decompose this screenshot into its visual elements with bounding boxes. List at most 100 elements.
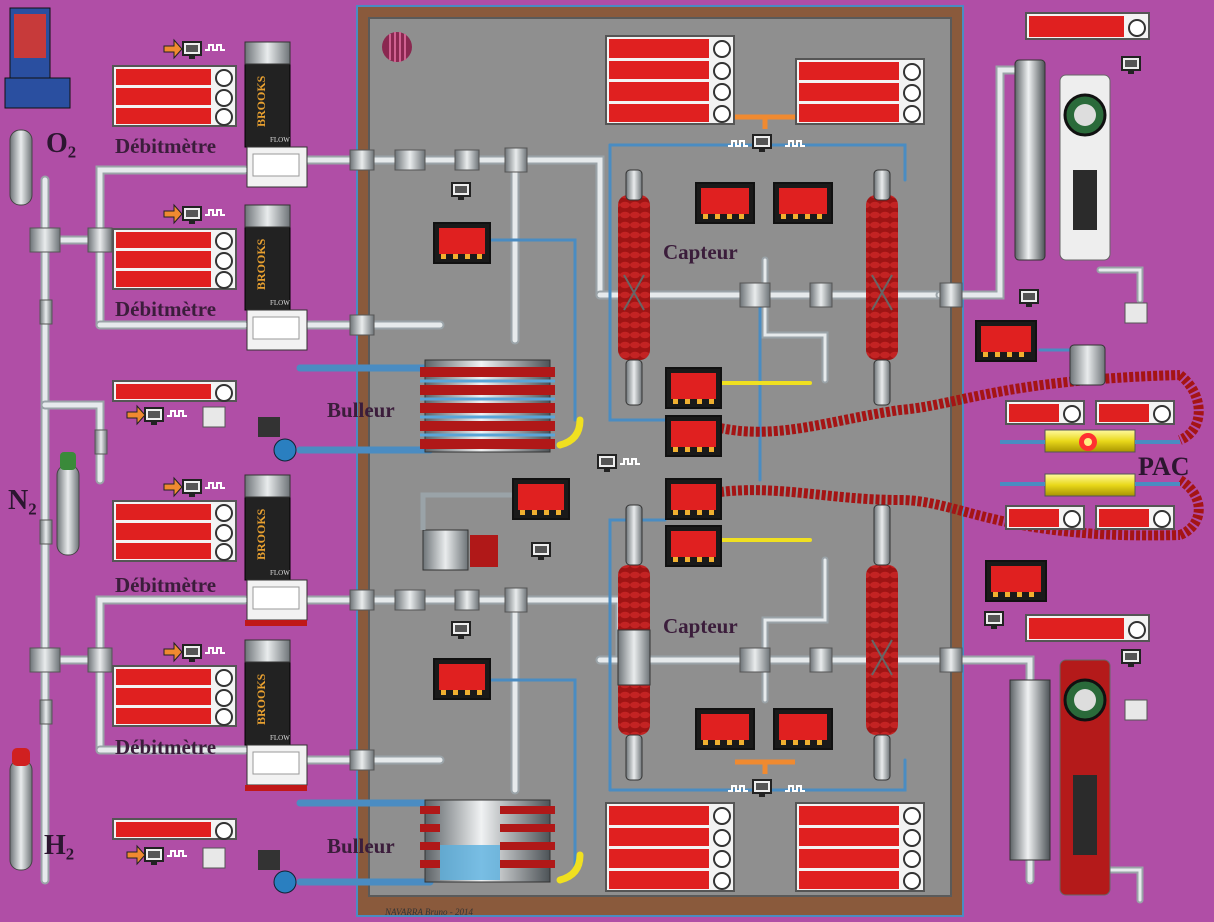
arrow-icon xyxy=(163,641,183,663)
control-buttons xyxy=(781,740,825,745)
control-buttons xyxy=(673,557,714,562)
gauge-icon xyxy=(713,40,731,59)
gauge-icon xyxy=(215,707,233,726)
controller-12 xyxy=(975,320,1037,362)
monitor-icon xyxy=(752,779,772,797)
monitor-icon xyxy=(451,182,471,200)
capteur-coils xyxy=(617,169,898,781)
readout-field xyxy=(799,83,899,101)
gauge-icon xyxy=(215,270,233,289)
label-o2: O₂ xyxy=(46,128,77,159)
controller-11 xyxy=(512,478,570,520)
flow-label: FLOW xyxy=(270,299,290,307)
control-buttons xyxy=(520,510,562,515)
gauge-icon xyxy=(1128,620,1146,639)
controller-8 xyxy=(665,415,722,457)
signal-icon xyxy=(167,850,187,857)
controller-3 xyxy=(695,182,755,224)
bulleur-top xyxy=(420,359,555,453)
footer-credit: NAVARRA Bruno - 2014 xyxy=(384,907,473,917)
controller-4 xyxy=(773,182,833,224)
gauge-icon xyxy=(215,88,233,107)
control-buttons xyxy=(703,740,747,745)
label-debitmetre-2: Débitmètre xyxy=(115,297,217,321)
readout-field xyxy=(116,270,211,287)
readout-field xyxy=(779,188,827,214)
gauge-icon xyxy=(713,61,731,80)
label-capteur-2: Capteur xyxy=(663,614,738,638)
readout-field xyxy=(609,103,709,122)
control-buttons xyxy=(441,690,483,695)
gauge-icon xyxy=(713,828,731,847)
monitor-icon xyxy=(531,542,551,560)
flow-label: FLOW xyxy=(270,569,290,577)
label-capteur-1: Capteur xyxy=(663,240,738,264)
readout-field xyxy=(439,664,485,690)
signal-icon xyxy=(205,647,225,654)
capteur-display-bottom-right xyxy=(795,802,925,892)
arrow-icon xyxy=(163,203,183,225)
flow-label: FLOW xyxy=(270,734,290,742)
signal-icon xyxy=(205,209,225,216)
gauge-icon xyxy=(713,104,731,123)
monitor-icon xyxy=(144,847,164,865)
gauge-icon xyxy=(713,83,731,102)
readout-field xyxy=(799,62,899,80)
pac-display-3 xyxy=(1005,505,1085,530)
controller-2 xyxy=(433,658,491,700)
readout-field xyxy=(116,707,211,724)
label-pac: PAC xyxy=(1138,452,1190,481)
readout-field xyxy=(116,251,211,268)
readout-field xyxy=(116,822,211,837)
monitor-icon xyxy=(752,134,772,152)
control-buttons xyxy=(993,592,1039,597)
flow-label: FLOW xyxy=(270,136,290,144)
signal-icon xyxy=(728,785,748,792)
capteur-display-bottom-left xyxy=(605,802,735,892)
brand-label: BROOKS xyxy=(254,673,268,725)
right-display-top xyxy=(1025,12,1150,40)
gauge-icon xyxy=(215,542,233,561)
gauge-icon xyxy=(903,63,921,81)
readout-field xyxy=(671,531,716,557)
readout-field xyxy=(609,849,709,868)
readout-field xyxy=(116,107,211,124)
readout-field xyxy=(799,104,899,122)
flowmeter-display-3 xyxy=(112,500,237,562)
transmitter-icon xyxy=(202,847,226,869)
gauge-icon xyxy=(1153,405,1171,423)
arrow-icon xyxy=(126,404,146,426)
readout-field xyxy=(609,827,709,846)
gauge-icon xyxy=(215,232,233,251)
controller-7 xyxy=(665,367,722,409)
control-buttons xyxy=(703,214,747,219)
signal-icon xyxy=(785,785,805,792)
gauge-icon xyxy=(903,105,921,123)
brand-label: BROOKS xyxy=(254,75,268,127)
readout-field xyxy=(439,228,485,254)
gauge-icon xyxy=(215,821,233,840)
readout-field xyxy=(799,806,899,825)
readout-field xyxy=(116,384,211,399)
arrow-icon xyxy=(163,476,183,498)
controller-9 xyxy=(665,478,722,520)
monitor-icon xyxy=(1121,56,1141,74)
transmitter-icon xyxy=(202,406,226,428)
readout-field xyxy=(1029,16,1124,37)
readout-field xyxy=(701,188,749,214)
gauge-icon xyxy=(903,828,921,847)
control-buttons xyxy=(673,510,714,515)
capteur-display-top-left xyxy=(605,35,735,125)
flowmeter-display-4 xyxy=(112,665,237,727)
pac-fuel-cell xyxy=(1000,344,1180,497)
readout-field xyxy=(779,714,827,740)
signal-icon xyxy=(205,482,225,489)
monitor-icon xyxy=(597,454,617,472)
readout-field xyxy=(799,870,899,889)
readout-field xyxy=(1009,404,1059,422)
valve-icon xyxy=(200,417,440,894)
readout-field xyxy=(116,232,211,249)
